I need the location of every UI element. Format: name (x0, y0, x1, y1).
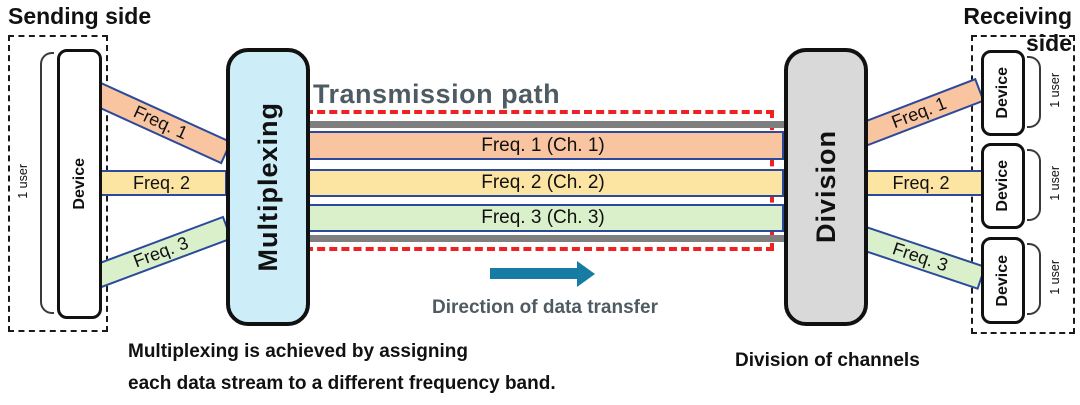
band-receiving-freq2-label: Freq. 2 (892, 172, 950, 193)
receiving-user2-bracket (1027, 149, 1041, 221)
receiving-user2-label: 1 user (1043, 143, 1067, 223)
multiplexer-label: Multiplexing (252, 102, 283, 272)
band-path-ch2-label: Freq. 2 (Ch. 2) (481, 172, 605, 193)
band-path-ch3: Freq. 3 (Ch. 3) (302, 204, 784, 232)
band-receiving-freq2: Freq. 2 (859, 170, 983, 196)
receiving-user3-bracket (1027, 243, 1041, 315)
receiving-user1-text: 1 user (1048, 72, 1062, 108)
band-receiving-freq1: Freq. 1 (853, 77, 985, 149)
band-path-ch3-label: Freq. 3 (Ch. 3) (481, 207, 605, 228)
band-sending-freq1: Freq. 1 (88, 81, 233, 165)
band-sending-freq2-label: Freq. 2 (132, 172, 191, 193)
receiving-device2-label: Device (994, 160, 1011, 212)
band-sending-freq1-label: Freq. 1 (130, 101, 191, 144)
band-path-ch1: Freq. 1 (Ch. 1) (302, 131, 784, 160)
receiving-user2-text: 1 user (1048, 165, 1062, 201)
receiving-device1-box: Device (981, 50, 1025, 136)
receiving-device3-box: Device (981, 237, 1025, 324)
sending-device-box: Device (57, 49, 102, 319)
receiving-side-title: Receiving side (963, 3, 1072, 56)
band-path-ch1-label: Freq. 1 (Ch. 1) (481, 134, 605, 156)
sending-side-title: Sending side (8, 3, 152, 29)
data-transfer-arrowhead-icon (577, 261, 595, 287)
division-box: Division (784, 48, 868, 326)
data-transfer-arrow-icon (490, 268, 577, 279)
division-note: Division of channels (735, 350, 920, 371)
guard-bar-bottom (302, 235, 784, 242)
receiving-user3-label: 1 user (1043, 237, 1067, 318)
direction-label: Direction of data transfer (432, 297, 658, 318)
sending-user-bracket (40, 52, 54, 314)
multiplexing-note-line2: each data stream to a different frequenc… (128, 373, 556, 394)
guard-bar-top (302, 121, 784, 128)
sending-device-label: Device (70, 158, 88, 210)
band-receiving-freq3-label: Freq. 3 (890, 238, 951, 276)
receiving-device3-label: Device (994, 254, 1011, 307)
multiplexing-note-line1: Multiplexing is achieved by assigning (128, 341, 468, 362)
receiving-device2-box: Device (981, 143, 1025, 229)
band-receiving-freq3: Freq. 3 (854, 224, 987, 290)
band-receiving-freq1-label: Freq. 1 (888, 93, 950, 133)
receiving-user1-bracket (1027, 56, 1041, 128)
sending-user-label: 1 user (10, 49, 36, 313)
multiplexer-box: Multiplexing (226, 48, 310, 326)
division-label: Division (810, 130, 841, 244)
sending-user-text: 1 user (16, 163, 30, 199)
band-sending-freq3-label: Freq. 3 (130, 232, 192, 272)
receiving-user3-text: 1 user (1048, 260, 1062, 295)
receiving-user1-label: 1 user (1043, 50, 1067, 130)
band-sending-freq3: Freq. 3 (89, 215, 233, 290)
band-sending-freq2: Freq. 2 (96, 170, 227, 196)
receiving-device1-label: Device (994, 67, 1011, 119)
band-path-ch2: Freq. 2 (Ch. 2) (302, 169, 784, 197)
transmission-path-title: Transmission path (313, 79, 561, 109)
